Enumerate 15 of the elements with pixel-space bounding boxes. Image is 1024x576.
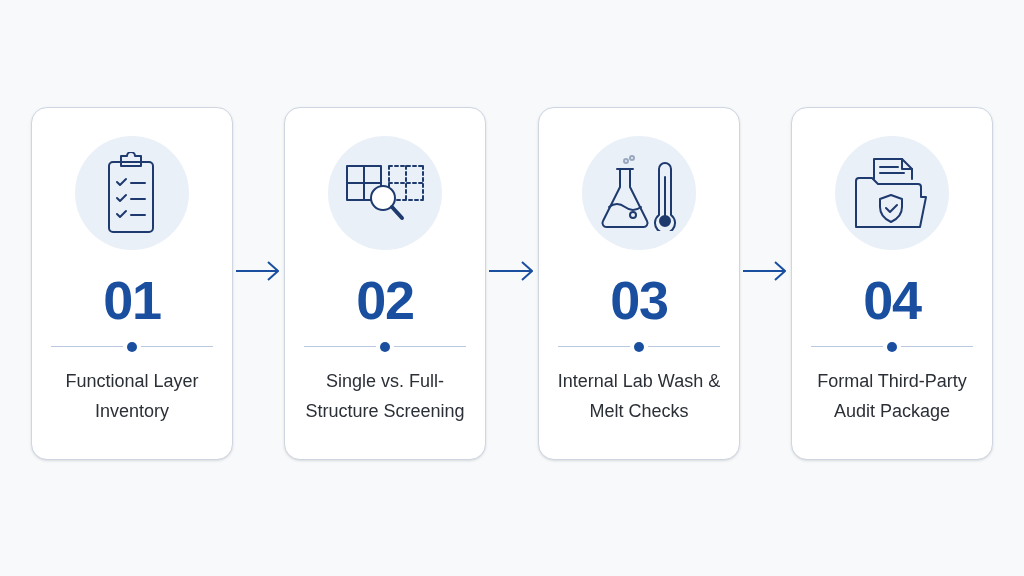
step-title: Internal Lab Wash & Melt Checks xyxy=(556,370,722,423)
step-number: 02 xyxy=(356,270,414,330)
step-title: Formal Third-Party Audit Package xyxy=(816,370,968,423)
step-title: Single vs. Full-Structure Screening xyxy=(304,370,466,423)
step-number: 01 xyxy=(103,270,161,330)
step-title: Functional Layer Inventory xyxy=(64,370,200,423)
step-card xyxy=(538,107,740,460)
step-number: 03 xyxy=(610,270,668,330)
arrow xyxy=(742,261,786,281)
arrow xyxy=(235,261,279,281)
step-card xyxy=(31,107,233,460)
step-card xyxy=(284,107,486,460)
step-card xyxy=(791,107,993,460)
arrow xyxy=(488,261,533,281)
step-number: 04 xyxy=(863,270,921,330)
